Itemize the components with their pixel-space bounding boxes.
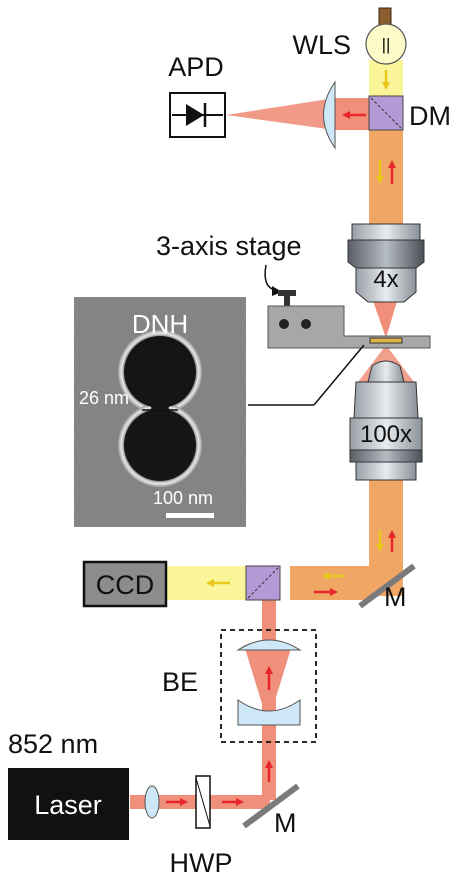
mirror-bottom-label: M bbox=[274, 808, 297, 838]
stage-knob bbox=[278, 290, 296, 296]
yellow-arrow-down-lower-head bbox=[376, 544, 384, 552]
laser-box bbox=[8, 768, 129, 840]
stage-pointer-head bbox=[272, 286, 282, 296]
hwp-label: HWP bbox=[170, 848, 233, 878]
yellow-arrow-down-upper-head bbox=[376, 176, 384, 184]
stage-pointer bbox=[264, 264, 277, 291]
objective-100x-label: 100x bbox=[360, 421, 412, 448]
yellow-arrow-down-wls-head bbox=[382, 82, 390, 90]
sem-inset bbox=[74, 297, 246, 527]
combined-beam-upper bbox=[369, 130, 403, 234]
stage-label: 3-axis stage bbox=[156, 231, 302, 261]
be-lens-bottom bbox=[237, 699, 301, 726]
hwp-diagonal bbox=[195, 777, 211, 827]
laser-lens bbox=[144, 785, 160, 819]
scale-bar-label: 100 nm bbox=[153, 488, 213, 508]
objective-4x-label: 4x bbox=[373, 266, 398, 293]
stage-screw-1 bbox=[279, 319, 289, 329]
wls-label: WLS bbox=[292, 30, 351, 60]
stage-screw-2 bbox=[301, 319, 311, 329]
stage-knob-stem bbox=[284, 294, 290, 306]
gap-label: 26 nm bbox=[79, 388, 129, 408]
objective-100x bbox=[349, 360, 423, 481]
red-arrow-right-1-head bbox=[180, 798, 188, 806]
red-arrow-up-laser-head bbox=[265, 760, 273, 768]
apd-beam-cone bbox=[226, 98, 335, 130]
lower-splitter-diagonal bbox=[247, 567, 279, 599]
apd-lens bbox=[323, 80, 336, 150]
red-arrow-to-apd-head bbox=[342, 111, 350, 119]
red-arrow-right-h-head bbox=[330, 588, 338, 596]
ccd-label: CCD bbox=[96, 570, 155, 600]
sample-chip bbox=[369, 337, 403, 344]
laser-label: Laser bbox=[34, 790, 102, 820]
apd-label: APD bbox=[168, 52, 224, 82]
red-arrow-up-lower-head bbox=[388, 530, 396, 538]
be-box bbox=[220, 629, 317, 743]
red-arrow-right-2-head bbox=[236, 798, 244, 806]
mirror-right-label: M bbox=[384, 582, 407, 612]
stage-body bbox=[267, 305, 431, 349]
objective-4x bbox=[347, 223, 425, 303]
yellow-arrow-left-h-head bbox=[322, 572, 330, 580]
yellow-arrow-to-ccd-head bbox=[206, 579, 214, 587]
apd-diode-icon bbox=[186, 104, 204, 126]
wls-bulb-filament: || bbox=[382, 35, 391, 54]
ccd-box bbox=[82, 560, 168, 608]
be-lens-top bbox=[236, 639, 302, 651]
inset-pointer-diag bbox=[313, 344, 365, 406]
mirror-bottom bbox=[242, 783, 300, 829]
dm-diagonal bbox=[370, 97, 402, 129]
mirror-right bbox=[358, 563, 416, 609]
wls-bulb bbox=[365, 23, 407, 65]
focus-cone-top bbox=[372, 298, 398, 338]
red-arrow-up-be-head bbox=[265, 666, 273, 674]
scale-bar bbox=[166, 513, 214, 518]
wavelength-label: 852 nm bbox=[8, 729, 98, 759]
be-label: BE bbox=[162, 667, 198, 697]
dm-label: DM bbox=[409, 101, 451, 131]
sem-title: DNH bbox=[132, 309, 188, 339]
red-arrow-up-upper-head bbox=[388, 160, 396, 168]
